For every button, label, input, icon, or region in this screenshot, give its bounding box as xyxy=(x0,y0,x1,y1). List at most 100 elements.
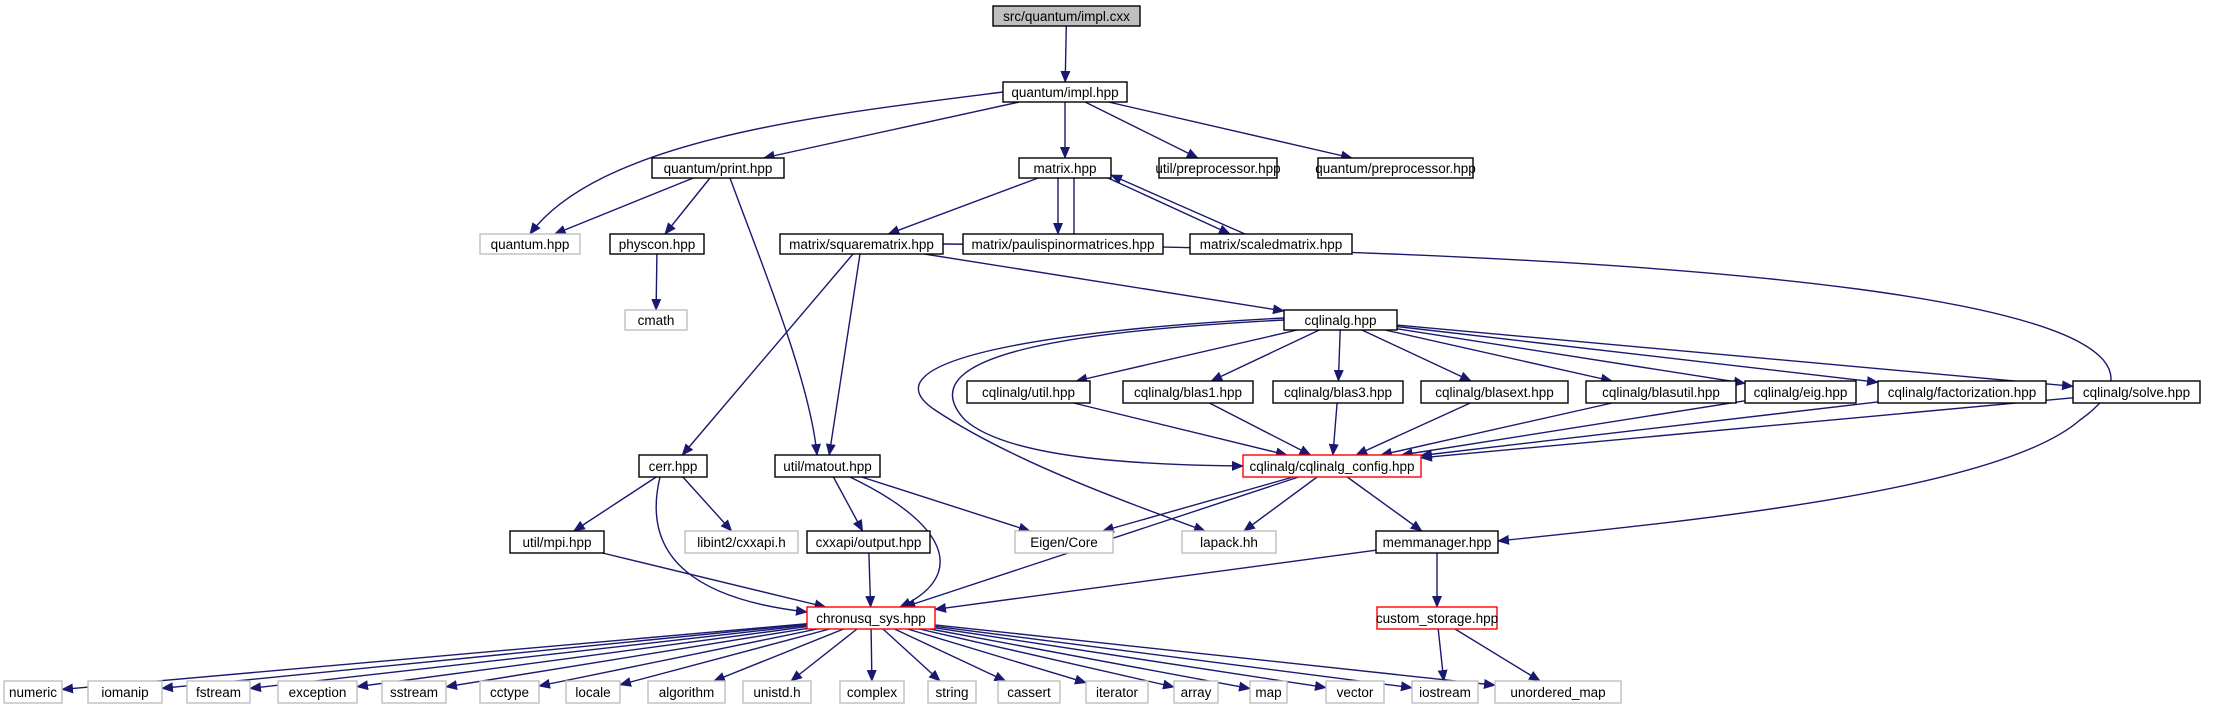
node-box[interactable] xyxy=(1181,530,1277,554)
node-algorithm[interactable]: algorithm xyxy=(647,680,726,704)
node-array[interactable]: array xyxy=(1173,680,1219,704)
node-cctype[interactable]: cctype xyxy=(479,680,540,704)
node-print_hpp[interactable]: quantum/print.hpp xyxy=(651,157,785,179)
node-box[interactable] xyxy=(1420,380,1569,404)
node-box[interactable] xyxy=(1585,380,1737,404)
node-string[interactable]: string xyxy=(927,680,977,704)
node-box[interactable] xyxy=(806,606,936,630)
node-cq_util[interactable]: cqlinalg/util.hpp xyxy=(966,380,1091,404)
node-box[interactable] xyxy=(1242,454,1422,478)
node-locale[interactable]: locale xyxy=(565,680,621,704)
node-box[interactable] xyxy=(647,680,726,704)
node-iterator[interactable]: iterator xyxy=(1085,680,1149,704)
node-cq_fact[interactable]: cqlinalg/factorization.hpp xyxy=(1877,380,2047,404)
node-sstream[interactable]: sstream xyxy=(381,680,447,704)
node-box[interactable] xyxy=(966,380,1091,404)
node-impl_hpp[interactable]: quantum/impl.hpp xyxy=(1002,81,1128,103)
node-box[interactable] xyxy=(381,680,447,704)
node-cxxoutput[interactable]: cxxapi/output.hpp xyxy=(806,530,931,554)
node-box[interactable] xyxy=(806,530,931,554)
node-box[interactable] xyxy=(1375,530,1499,554)
node-memman[interactable]: memmanager.hpp xyxy=(1375,530,1499,554)
node-box[interactable] xyxy=(277,680,358,704)
node-box[interactable] xyxy=(742,680,812,704)
node-cerr[interactable]: cerr.hpp xyxy=(638,454,708,478)
node-box[interactable] xyxy=(839,680,905,704)
node-exception[interactable]: exception xyxy=(277,680,358,704)
node-box[interactable] xyxy=(1272,380,1404,404)
node-complex[interactable]: complex xyxy=(839,680,905,704)
node-box[interactable] xyxy=(1249,680,1288,704)
node-square[interactable]: matrix/squarematrix.hpp xyxy=(779,233,944,255)
node-pauli[interactable]: matrix/paulispinormatrices.hpp xyxy=(962,233,1164,255)
node-box[interactable] xyxy=(624,309,688,331)
node-lapack[interactable]: lapack.hh xyxy=(1181,530,1277,554)
node-box[interactable] xyxy=(1317,157,1474,179)
node-cassert[interactable]: cassert xyxy=(997,680,1061,704)
node-fstream[interactable]: fstream xyxy=(186,680,251,704)
node-box[interactable] xyxy=(927,680,977,704)
node-box[interactable] xyxy=(1411,680,1479,704)
node-libint[interactable]: libint2/cxxapi.h xyxy=(684,530,799,554)
node-scaled[interactable]: matrix/scaledmatrix.hpp xyxy=(1189,233,1353,255)
node-box[interactable] xyxy=(1189,233,1353,255)
node-box[interactable] xyxy=(479,233,581,255)
node-box[interactable] xyxy=(651,157,785,179)
node-box[interactable] xyxy=(479,680,540,704)
node-util_pre[interactable]: util/preprocessor.hpp xyxy=(1155,157,1281,179)
node-box[interactable] xyxy=(1085,680,1149,704)
node-box[interactable] xyxy=(779,233,944,255)
node-box[interactable] xyxy=(638,454,708,478)
node-iomanip[interactable]: iomanip xyxy=(87,680,163,704)
node-matout[interactable]: util/matout.hpp xyxy=(774,454,881,478)
node-box[interactable] xyxy=(509,530,605,554)
node-cq_blasext[interactable]: cqlinalg/blasext.hpp xyxy=(1420,380,1569,404)
node-unistd[interactable]: unistd.h xyxy=(742,680,812,704)
node-quantum_pre[interactable]: quantum/preprocessor.hpp xyxy=(1315,157,1476,179)
node-cmath[interactable]: cmath xyxy=(624,309,688,331)
node-box[interactable] xyxy=(2072,380,2201,404)
node-box[interactable] xyxy=(1744,380,1857,404)
node-eigen[interactable]: Eigen/Core xyxy=(1014,530,1114,554)
node-box[interactable] xyxy=(1494,680,1622,704)
node-box[interactable] xyxy=(186,680,251,704)
node-box[interactable] xyxy=(1376,606,1498,630)
node-iostream[interactable]: iostream xyxy=(1411,680,1479,704)
node-map[interactable]: map xyxy=(1249,680,1288,704)
node-chronusq[interactable]: chronusq_sys.hpp xyxy=(806,606,936,630)
node-cq_solve[interactable]: cqlinalg/solve.hpp xyxy=(2072,380,2201,404)
node-box[interactable] xyxy=(3,680,63,704)
node-box[interactable] xyxy=(1325,680,1385,704)
node-box[interactable] xyxy=(609,233,705,255)
node-unordered_map[interactable]: unordered_map xyxy=(1494,680,1622,704)
node-mpi[interactable]: util/mpi.hpp xyxy=(509,530,605,554)
node-box[interactable] xyxy=(1283,309,1398,331)
node-cq_blas1[interactable]: cqlinalg/blas1.hpp xyxy=(1122,380,1254,404)
node-box[interactable] xyxy=(774,454,881,478)
node-physcon[interactable]: physcon.hpp xyxy=(609,233,705,255)
node-box[interactable] xyxy=(962,233,1164,255)
node-box[interactable] xyxy=(1002,81,1128,103)
node-box[interactable] xyxy=(1018,157,1112,179)
node-box[interactable] xyxy=(565,680,621,704)
node-numeric[interactable]: numeric xyxy=(3,680,63,704)
node-custom[interactable]: custom_storage.hpp xyxy=(1376,606,1498,630)
node-cqlinalg[interactable]: cqlinalg.hpp xyxy=(1283,309,1398,331)
node-box[interactable] xyxy=(1877,380,2047,404)
node-box[interactable] xyxy=(87,680,163,704)
node-box[interactable] xyxy=(1122,380,1254,404)
node-cq_config[interactable]: cqlinalg/cqlinalg_config.hpp xyxy=(1242,454,1422,478)
node-box[interactable] xyxy=(1014,530,1114,554)
node-vector[interactable]: vector xyxy=(1325,680,1385,704)
node-cq_blasutil[interactable]: cqlinalg/blasutil.hpp xyxy=(1585,380,1737,404)
node-box[interactable] xyxy=(1158,157,1278,179)
node-quantum_hpp[interactable]: quantum.hpp xyxy=(479,233,581,255)
node-cq_eig[interactable]: cqlinalg/eig.hpp xyxy=(1744,380,1857,404)
node-impl_cxx[interactable]: src/quantum/impl.cxx xyxy=(992,5,1141,27)
node-box[interactable] xyxy=(997,680,1061,704)
node-box[interactable] xyxy=(684,530,799,554)
node-cq_blas3[interactable]: cqlinalg/blas3.hpp xyxy=(1272,380,1404,404)
node-matrix_hpp[interactable]: matrix.hpp xyxy=(1018,157,1112,179)
node-box[interactable] xyxy=(992,5,1141,27)
node-box[interactable] xyxy=(1173,680,1219,704)
